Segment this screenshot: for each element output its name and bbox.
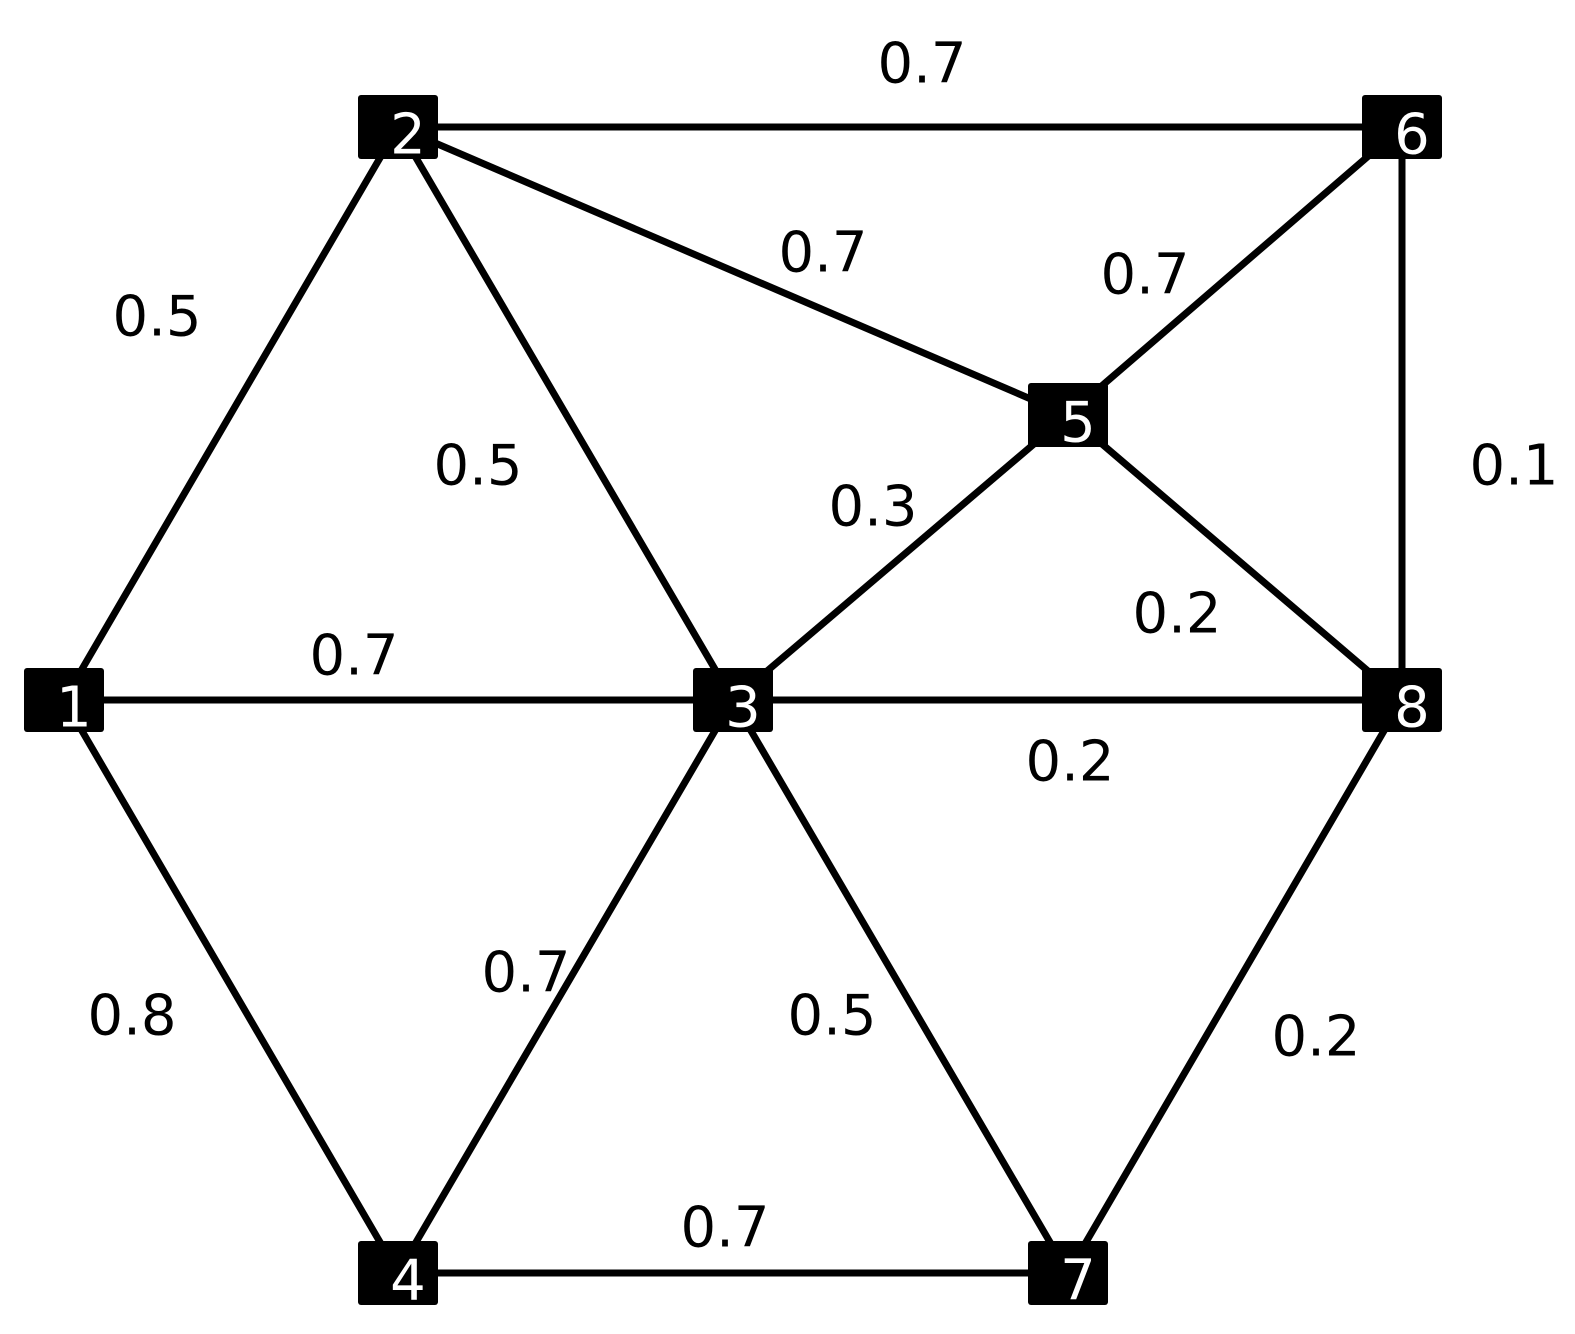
node-6: 6	[1362, 95, 1442, 168]
edge-weight-2-3: 0.5	[433, 434, 522, 499]
node-box-5	[1028, 383, 1108, 447]
edge-weight-1-2: 0.5	[112, 285, 201, 350]
edge-weight-3-5: 0.3	[828, 475, 917, 540]
node-label-6: 6	[1394, 103, 1430, 168]
edge-1-4	[60, 698, 402, 1275]
node-box-8	[1362, 668, 1442, 732]
node-7: 7	[1028, 1241, 1108, 1314]
nodes: 1 2 3 4 5 6 7 8	[24, 95, 1442, 1314]
edge-weight-3-7: 0.5	[787, 984, 876, 1049]
node-box-3	[693, 668, 773, 732]
edge-weight-5-6: 0.7	[1100, 243, 1189, 308]
edge-5-8	[1065, 412, 1405, 703]
node-label-5: 5	[1060, 391, 1096, 456]
edge-3-7	[729, 698, 1072, 1275]
node-2: 2	[358, 95, 438, 168]
edge-2-3	[394, 125, 737, 702]
node-box-4	[358, 1241, 438, 1305]
node-box-2	[358, 95, 438, 159]
node-box-7	[1028, 1241, 1108, 1305]
node-4: 4	[358, 1241, 438, 1314]
edge-5-6	[1065, 124, 1405, 418]
edge-weight-2-6: 0.7	[877, 32, 966, 97]
node-label-2: 2	[390, 103, 426, 168]
node-label-4: 4	[390, 1249, 426, 1314]
edge-1-2	[60, 125, 402, 702]
edge-weight-3-8: 0.2	[1025, 730, 1114, 795]
node-3: 3	[693, 668, 773, 741]
edge-7-8	[1064, 698, 1406, 1275]
node-box-1	[24, 668, 104, 732]
edge-3-5	[730, 412, 1071, 703]
edge-weight-6-8: 0.1	[1469, 434, 1558, 499]
edge-weight-2-5: 0.7	[778, 221, 867, 286]
node-box-6	[1362, 95, 1442, 159]
node-8: 8	[1362, 668, 1442, 741]
edge-weight-4-7: 0.7	[680, 1196, 769, 1261]
edge-weight-1-4: 0.8	[87, 984, 176, 1049]
node-label-3: 3	[725, 676, 761, 741]
node-label-7: 7	[1060, 1249, 1096, 1314]
edge-weights: 0.7 0.5 0.7 0.7 0.5 0.1 0.3 0.2 0.7 0.2 0.7 0.8 0.5 0…	[87, 32, 1558, 1261]
edge-weight-3-4: 0.7	[481, 941, 570, 1006]
edge-weight-7-8: 0.2	[1271, 1005, 1360, 1070]
edge-weight-1-3: 0.7	[309, 624, 398, 689]
node-label-1: 1	[56, 676, 92, 741]
edge-weight-5-8: 0.2	[1132, 582, 1221, 647]
node-5: 5	[1028, 383, 1108, 456]
node-label-8: 8	[1394, 676, 1430, 741]
edges	[60, 123, 1406, 1277]
edge-2-5	[396, 123, 1070, 419]
edge-3-4	[394, 698, 737, 1275]
node-1: 1	[24, 668, 104, 741]
